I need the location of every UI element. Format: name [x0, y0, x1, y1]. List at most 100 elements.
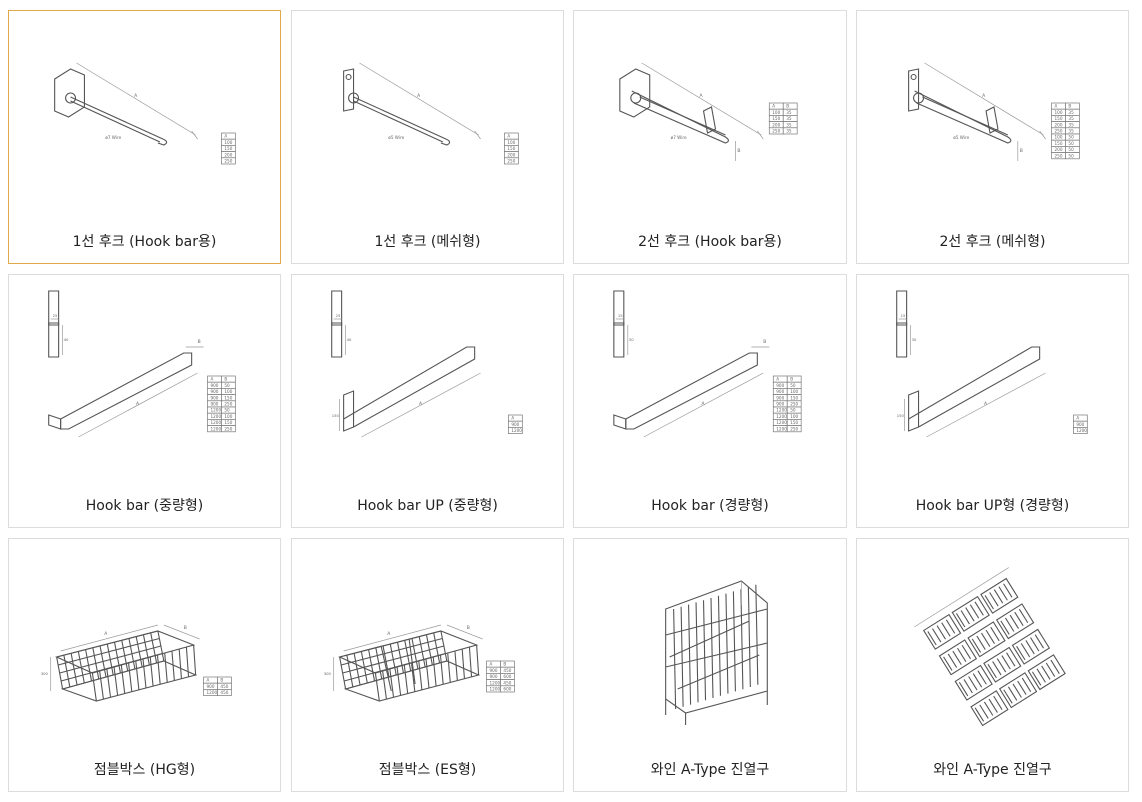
table-cell: 600: [503, 686, 511, 691]
table-cell: 35: [786, 128, 792, 133]
table-cell: 250: [772, 128, 780, 133]
table-cell: A: [207, 678, 210, 683]
table-cell: 150: [224, 395, 232, 400]
table-cell: 1200: [776, 426, 787, 431]
table-cell: 50: [1068, 141, 1074, 146]
table-cell: 900: [511, 422, 519, 427]
product-name[interactable]: 2선 후크 (Hook bar용): [638, 234, 782, 250]
dimension-label: A: [104, 631, 108, 637]
hook-bar: [625, 352, 758, 430]
table-cell: A: [1055, 104, 1058, 109]
table-cell: 150: [224, 420, 232, 425]
table-cell: 900: [211, 383, 219, 388]
table-cell: 200: [224, 152, 232, 157]
table-cell: 100: [790, 414, 798, 419]
table-cell: 250: [224, 158, 232, 163]
table-cell: B: [220, 678, 223, 683]
product-name[interactable]: 1선 후크 (메쉬형): [374, 234, 481, 250]
table-cell: 450: [220, 690, 228, 695]
product-name[interactable]: Hook bar (중량형): [85, 498, 204, 514]
table-cell: 1200: [211, 408, 222, 413]
hook-bar: [908, 346, 1041, 428]
table-cell: 150: [790, 420, 798, 425]
hook-wire: [70, 96, 168, 146]
dimension-label: A: [387, 631, 391, 637]
table-cell: 200: [507, 152, 515, 157]
table-cell: A: [772, 104, 775, 109]
table-cell: B: [224, 377, 227, 382]
table-cell: 250: [224, 401, 232, 406]
product-name[interactable]: 와인 A-Type 진열구: [933, 762, 1052, 778]
product-name[interactable]: 와인 A-Type 진열구: [650, 762, 770, 778]
hook-bar: [343, 346, 476, 428]
product-card[interactable]: 와인 A-Type 진열구: [573, 538, 847, 792]
product-name[interactable]: 1선 후크 (Hook bar용): [72, 234, 217, 250]
table-cell: 35: [1068, 128, 1074, 133]
table-cell: 900: [490, 674, 498, 679]
bar-bracket: [613, 414, 627, 430]
table-cell: 50: [224, 408, 230, 413]
table-cell: 1200: [511, 428, 522, 433]
product-image[interactable]: [574, 539, 846, 739]
hook-wire: [914, 90, 1012, 144]
table-cell: 150: [1055, 116, 1063, 121]
profile-dim: 40: [64, 337, 69, 342]
dimension-label: A: [136, 401, 140, 407]
product-image[interactable]: [857, 539, 1128, 739]
product-name[interactable]: Hook bar UP (중량형): [357, 498, 498, 514]
table-cell: 100: [224, 140, 232, 145]
table-cell: A: [1076, 416, 1079, 421]
table-cell: B: [503, 662, 506, 667]
product-name[interactable]: 2선 후크 (메쉬형): [939, 234, 1046, 250]
dimension-label: B: [198, 339, 201, 345]
table-cell: 100: [1055, 135, 1063, 140]
table-cell: 100: [772, 110, 780, 115]
product-name[interactable]: 점블박스 (ES형): [378, 762, 477, 778]
wire-label: ø5 Wire: [388, 135, 404, 140]
table-cell: 900: [211, 401, 219, 406]
product-name[interactable]: Hook bar UP형 (경량형): [915, 498, 1070, 514]
table-cell: 150: [224, 146, 232, 151]
product-card[interactable]: 와인 A-Type 진열구: [856, 538, 1129, 792]
dimension-label: 300: [41, 671, 49, 676]
back-plate: [343, 68, 355, 112]
table-cell: 900: [490, 668, 498, 673]
product-name[interactable]: Hook bar (경량형): [651, 498, 769, 514]
table-cell: A: [776, 377, 779, 382]
table-cell: 50: [1068, 153, 1074, 158]
table-cell: 1200: [776, 414, 787, 419]
table-cell: 900: [211, 389, 219, 394]
table-cell: 100: [1055, 110, 1063, 115]
product-name[interactable]: 점블박스 (HG형): [93, 762, 196, 778]
table-cell: 1200: [490, 680, 501, 685]
